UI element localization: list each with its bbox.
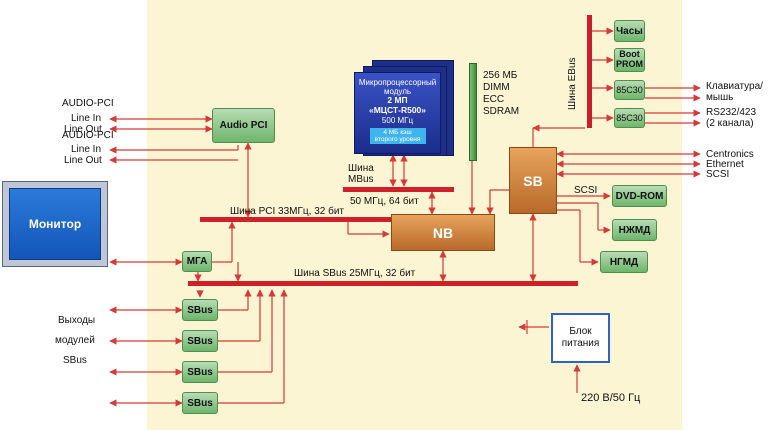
sbus-slot: SBus <box>182 392 218 414</box>
sbus-slot: SBus <box>182 299 218 321</box>
boot-prom-box: Boot PROM <box>614 48 645 72</box>
audio-line-out-1: Line Out <box>64 124 102 135</box>
memory-label: 256 МБ DIMM ECC SDRAM <box>483 70 519 118</box>
power-supply: Блок питания <box>551 313 610 363</box>
ebus-label: Шина EBus <box>567 57 578 110</box>
scsi-ext-label: SCSI <box>706 169 730 180</box>
sbus-slot: SBus <box>182 330 218 352</box>
audio-line-in-2: Line In <box>71 144 102 155</box>
cpu-line5: 500 МГц <box>381 115 414 125</box>
monitor: Монитор <box>2 181 108 267</box>
serial-controller-2: 85С30 <box>614 108 645 128</box>
sbus-slot: SBus <box>182 361 218 383</box>
ethernet-label: Ethernet <box>706 159 744 170</box>
audio-line-in-1: Line In <box>71 113 102 124</box>
south-bridge: SB <box>509 147 557 214</box>
serial-controller-1: 85С30 <box>614 80 645 100</box>
power-line1: Блок <box>569 326 592 337</box>
mbus-freq: 50 МГц, 64 бит <box>350 196 419 207</box>
memory-line3: ECC <box>483 94 505 105</box>
dvd-rom-box: DVD-ROM <box>612 185 667 207</box>
cpu-line1: Микропроцессорный <box>358 78 437 87</box>
cpu-cache-line1: 4 МБ кэш <box>383 129 412 137</box>
memory-line1: 256 МБ <box>483 70 518 81</box>
cpu-cache-line2: второго уровня <box>374 136 421 144</box>
mga-box: МГА <box>182 251 212 272</box>
hdd-box: НЖМД <box>612 219 657 241</box>
cpu-module: Микропроцессорный модуль 2 МП «МЦСТ-R500… <box>354 72 441 154</box>
clock-box: Часы <box>614 20 645 42</box>
cpu-line3: 2 МП <box>387 95 408 106</box>
memory-line4: SDRAM <box>483 106 520 117</box>
audio-pci-box: Audio PCI <box>212 108 275 143</box>
north-bridge: NB <box>391 214 495 251</box>
dimm-module <box>469 63 477 161</box>
boot-prom-line2: PROM <box>616 59 643 69</box>
cpu-line4: «МЦСТ-R500» <box>368 105 426 116</box>
scsi-bus-label: SCSI <box>574 185 598 196</box>
rs-line2: (2 канала) <box>706 118 754 129</box>
power-input-label: 220 В/50 Гц <box>581 392 641 404</box>
audio-pci-title-bottom: AUDIO-PCI <box>62 130 114 141</box>
cpu-cache-badge: 4 МБ кэш второго уровня <box>369 128 426 145</box>
mbus-label-line2: MBus <box>348 174 374 185</box>
memory-line2: DIMM <box>483 82 510 93</box>
sbus-label: Шина SBus 25МГц, 32 бит <box>294 268 416 279</box>
sbus-outputs-line2: модулей <box>55 335 95 346</box>
power-line2: питания <box>561 338 600 349</box>
centronics-label: Centronics <box>706 149 754 160</box>
sbus-outputs-line3: SBus <box>63 355 87 366</box>
monitor-label: Монитор <box>28 217 82 231</box>
audio-pci-title-top: AUDIO-PCI <box>62 98 114 109</box>
monitor-screen: Монитор <box>9 188 101 260</box>
cpu-line2: модуль <box>383 87 412 97</box>
audio-line-out-2: Line Out <box>64 155 102 166</box>
rs-line1: RS232/423 <box>706 107 757 118</box>
pci-bus-label: Шина PCI 33МГц, 32 бит <box>230 206 345 217</box>
mbus-label-line1: Шина <box>348 163 374 174</box>
keyboard-line1: Клавиатура/ <box>706 81 763 92</box>
fdd-box: НГМД <box>600 251 648 273</box>
ebus-strip <box>587 15 592 128</box>
keyboard-line2: мышь <box>706 92 734 103</box>
sbus-outputs-line1: Выходы <box>58 315 96 326</box>
boot-prom-line1: Boot <box>619 49 640 60</box>
